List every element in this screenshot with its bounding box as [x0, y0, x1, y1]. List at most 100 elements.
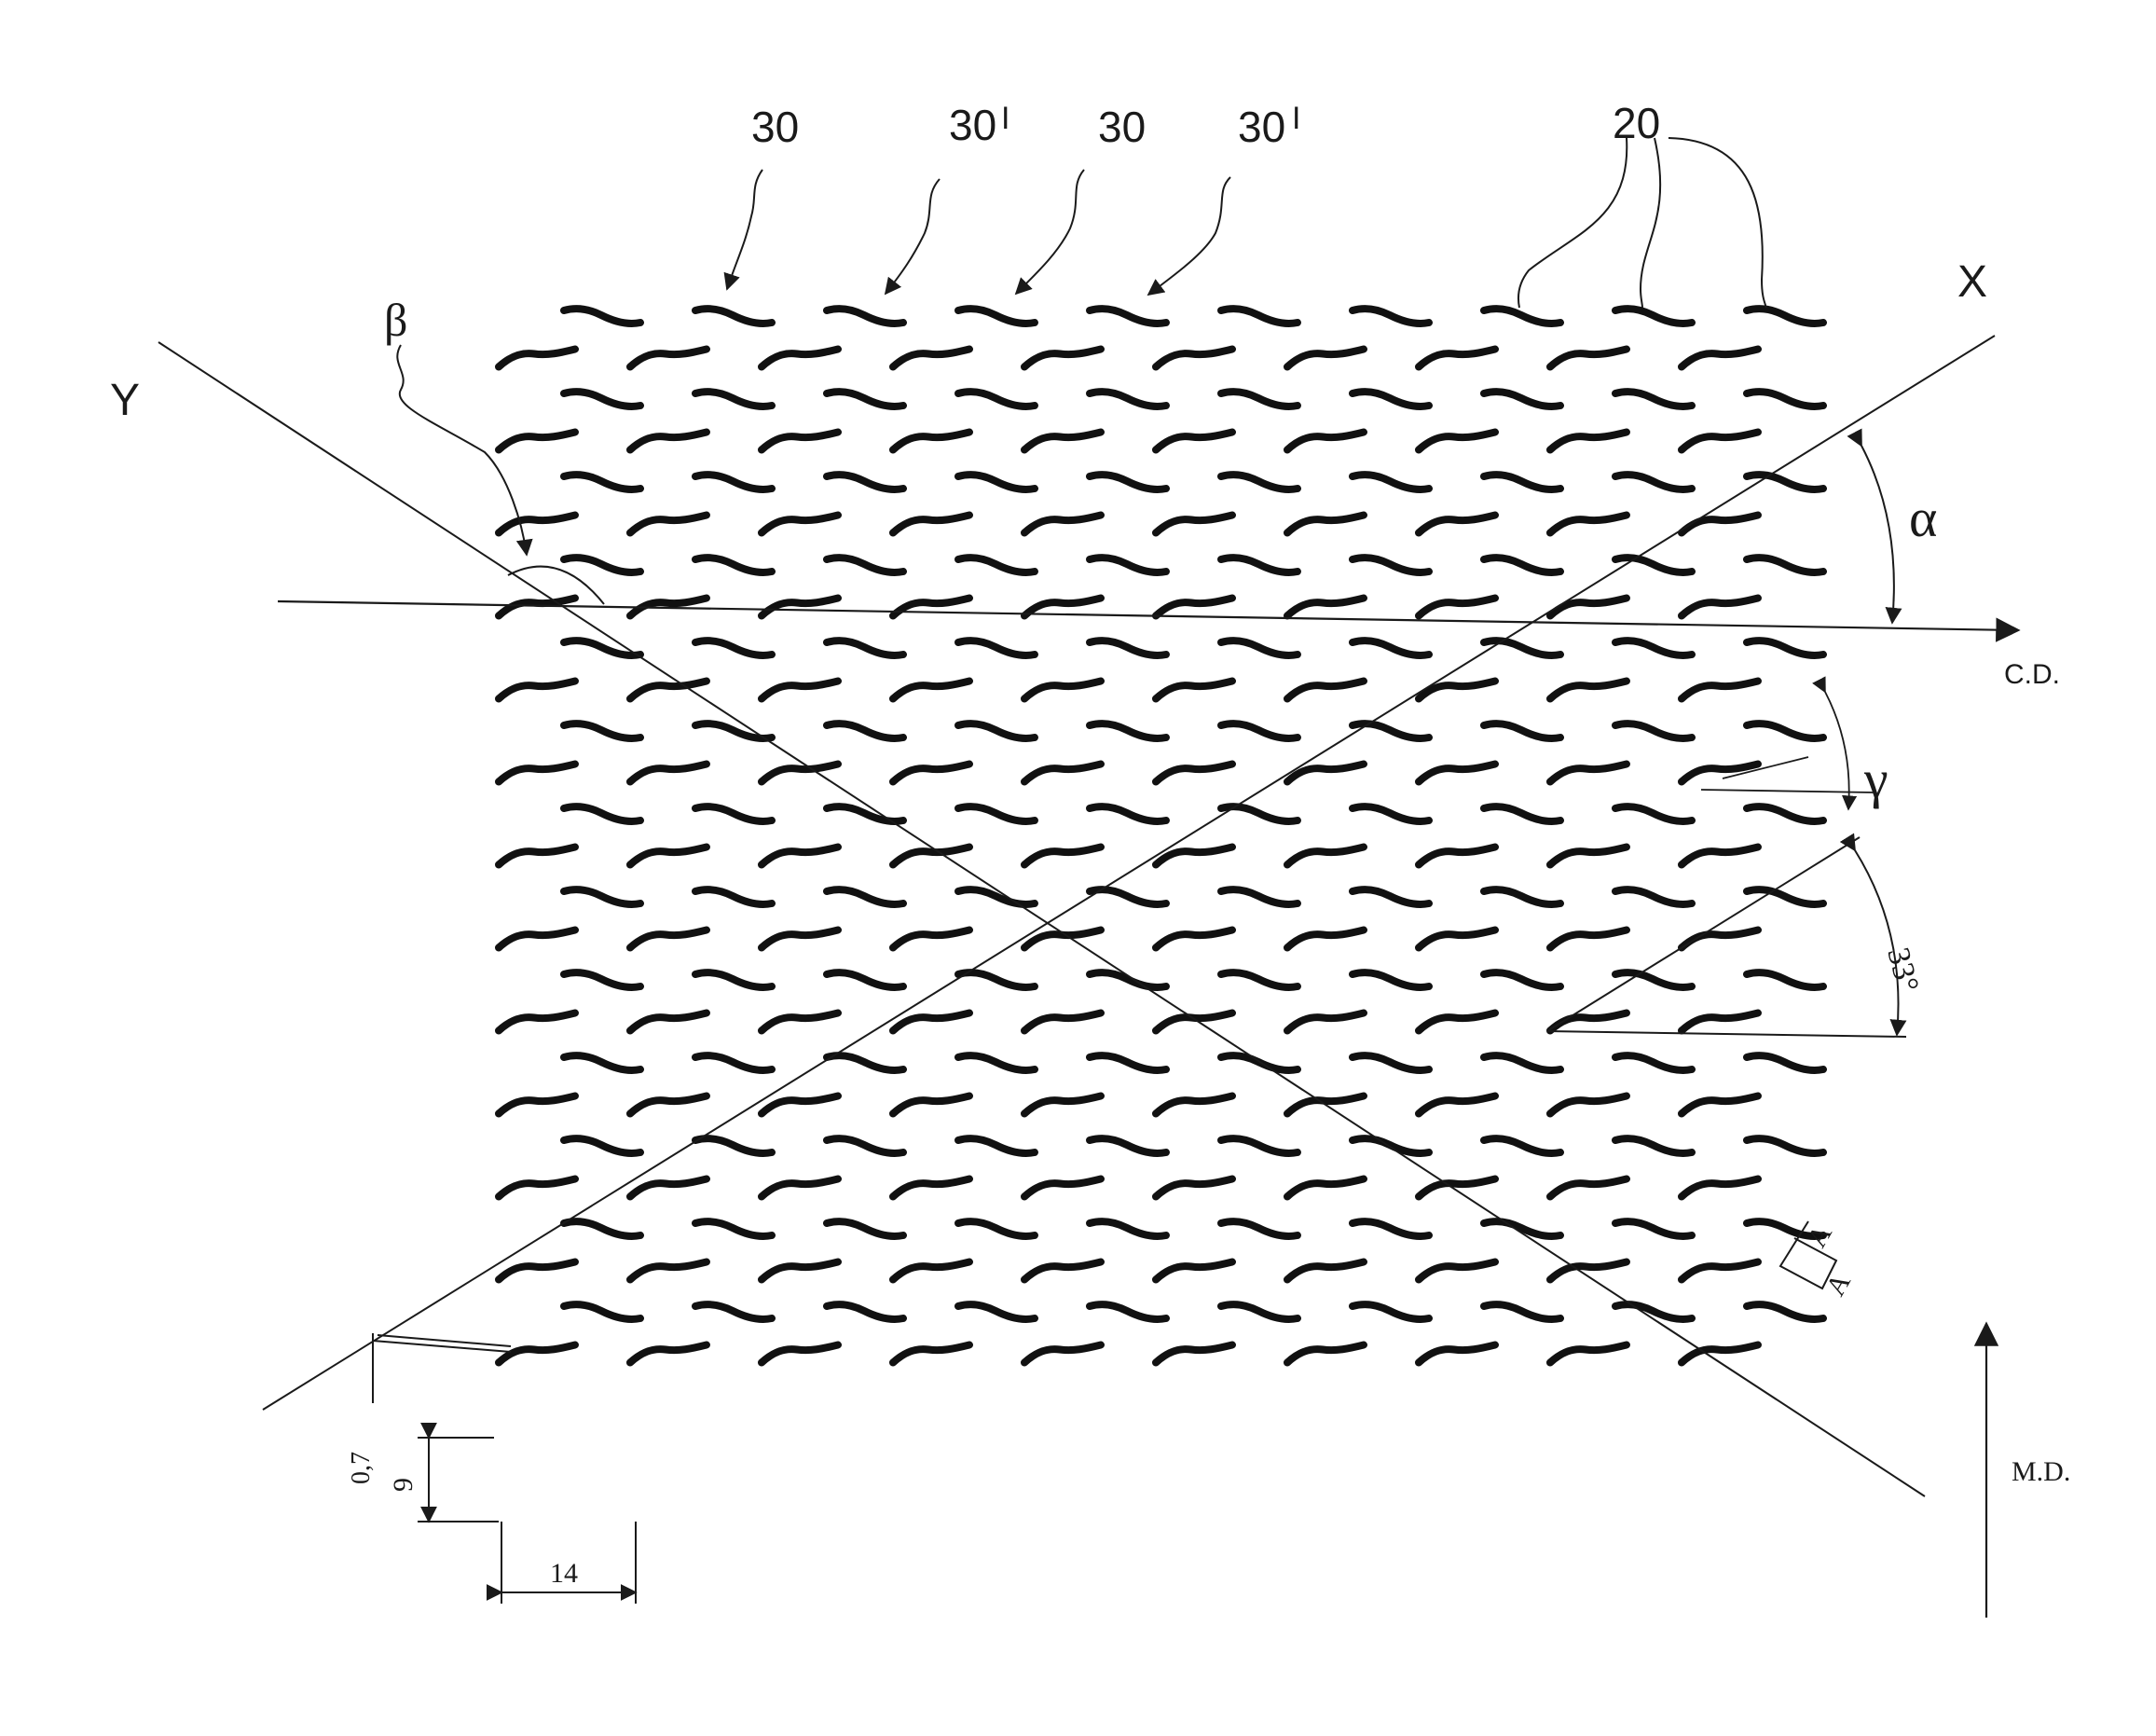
wavy-dash-up	[1682, 930, 1758, 948]
wavy-dash-down	[1090, 641, 1166, 655]
wavy-dash-up	[1287, 433, 1364, 450]
dim-label-9: 9	[388, 1478, 419, 1492]
wavy-dash-up	[1287, 1345, 1364, 1363]
wavy-dash-down	[1615, 889, 1692, 904]
leader-20-c	[1668, 138, 1766, 308]
wavy-dash-down	[1221, 1138, 1298, 1153]
wavy-dash-down	[1090, 1221, 1166, 1236]
wavy-dash-up	[1156, 1345, 1232, 1363]
wavy-dash-up	[1024, 516, 1101, 533]
wavy-dash-up	[1156, 1179, 1232, 1197]
wavy-dash-up	[762, 1096, 838, 1114]
gamma-label: γ	[1863, 749, 1888, 809]
wavy-dash-down	[1747, 309, 1823, 324]
wavy-dash-down	[1090, 392, 1166, 406]
wavy-dash-up	[1419, 433, 1495, 450]
wavy-dash-down	[1353, 1304, 1429, 1319]
wavy-dash-up	[499, 765, 575, 782]
axis-label-x: X	[1957, 257, 1987, 307]
wavy-dash-down	[564, 1221, 640, 1236]
wavy-dash-down	[1090, 889, 1166, 904]
leader-30-a	[727, 170, 762, 289]
wavy-dash-up	[1024, 433, 1101, 450]
ref-label-30p-b: 30	[1238, 103, 1285, 151]
wavy-dash-down	[564, 1138, 640, 1153]
wavy-dash-down	[958, 889, 1035, 904]
wavy-dash-down	[1090, 723, 1166, 738]
wavy-dash-down	[1221, 392, 1298, 406]
wavy-dash-up	[1287, 516, 1364, 533]
wavy-dash-down	[695, 309, 772, 324]
wavy-dash-up	[1419, 516, 1495, 533]
wavy-dash-down	[1747, 392, 1823, 406]
wavy-dash-up	[1287, 599, 1364, 616]
ref-label-20: 20	[1613, 99, 1660, 147]
wavy-dash-down	[1615, 806, 1692, 821]
wavy-dash-down	[1615, 1138, 1692, 1153]
wavy-dash-down	[564, 972, 640, 987]
wavy-dash-down	[958, 309, 1035, 324]
cd-axis-line	[278, 601, 2018, 630]
wavy-dash-down	[1221, 558, 1298, 572]
wavy-dash-down	[827, 1138, 903, 1153]
wavy-dash-down	[827, 1055, 903, 1070]
wavy-dash-up	[1024, 1096, 1101, 1114]
wavy-dash-down	[1484, 972, 1560, 987]
wavy-dash-up	[1682, 1262, 1758, 1280]
wavy-dash-up	[630, 847, 707, 865]
wavy-dash-up	[630, 1179, 707, 1197]
wavy-dash-up	[1550, 765, 1627, 782]
wavy-dash-up	[499, 1179, 575, 1197]
wavy-dash-down	[827, 889, 903, 904]
leader-30p-b	[1148, 177, 1230, 295]
wavy-dash-down	[1747, 1055, 1823, 1070]
wavy-dash-down	[1615, 641, 1692, 655]
wavy-dash-up	[1156, 930, 1232, 948]
wavy-dash-up	[1024, 1345, 1101, 1363]
wavy-dash-down	[1484, 1304, 1560, 1319]
wavy-dash-up	[1419, 1262, 1495, 1280]
wavy-dash-up	[1156, 516, 1232, 533]
wavy-dash-up	[499, 1345, 575, 1363]
wavy-dash-down	[695, 558, 772, 572]
wavy-dash-up	[1682, 1179, 1758, 1197]
wavy-dash-down	[1090, 309, 1166, 324]
wavy-dash-up	[1024, 1179, 1101, 1197]
wavy-dash-down	[958, 1055, 1035, 1070]
wavy-dash-up	[1550, 1096, 1627, 1114]
wavy-dash-up	[1550, 350, 1627, 367]
wavy-dash-up	[1550, 682, 1627, 699]
wavy-dash-up	[762, 930, 838, 948]
wavy-dash-up	[499, 1013, 575, 1031]
wavy-dash-down	[1221, 1304, 1298, 1319]
wavy-dash-down	[1615, 558, 1692, 572]
wavy-dash-down	[1221, 889, 1298, 904]
wavy-dash-up	[630, 433, 707, 450]
wavy-dash-down	[1221, 1221, 1298, 1236]
wavy-dash-down	[1615, 1304, 1692, 1319]
wavy-dash-down	[1221, 641, 1298, 655]
wavy-dash-down	[1484, 309, 1560, 324]
wavy-dash-up	[1419, 682, 1495, 699]
wavy-dash-down	[1747, 889, 1823, 904]
wavy-dash-up	[630, 1262, 707, 1280]
wavy-dash-down	[564, 641, 640, 655]
wavy-dash-up	[1682, 433, 1758, 450]
wavy-dash-up	[893, 433, 969, 450]
wavy-dash-up	[499, 1096, 575, 1114]
text-labels: 30 30 I 30 30 I 20 X Y β α γ 33° C.D. M.…	[110, 99, 2070, 1589]
wavy-dash-down	[1484, 1138, 1560, 1153]
wavy-dash-down	[564, 723, 640, 738]
wavy-dash-down	[1615, 1055, 1692, 1070]
wavy-dash-up	[499, 682, 575, 699]
wavy-dash-up	[1550, 847, 1627, 865]
wavy-dash-up	[762, 599, 838, 616]
wavy-dash-down	[564, 806, 640, 821]
gamma-ray-lower	[1701, 790, 1874, 792]
x-axis-line	[263, 336, 1995, 1410]
wavy-dash-down	[1747, 806, 1823, 821]
wavy-dash-down	[1615, 972, 1692, 987]
wavy-dash-up	[1156, 599, 1232, 616]
prime-mark-a: I	[1001, 101, 1009, 136]
wavy-dash-up	[1682, 682, 1758, 699]
